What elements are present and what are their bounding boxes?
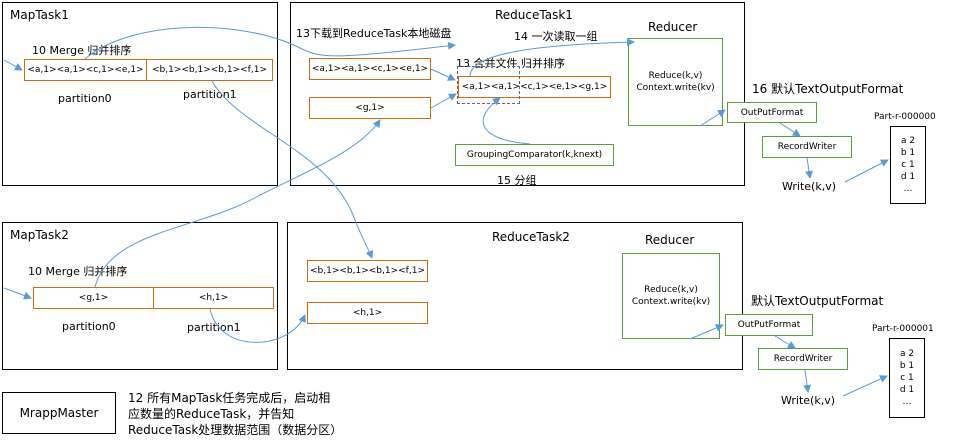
arrow-m2p1-to-r2: [209, 308, 306, 343]
reducetask1-grouping-box: GroupingComparator(k,knext): [455, 144, 614, 166]
arrow-r1-outputformat-to-recordwriter: [779, 122, 801, 137]
reducetask1-read-label: 14 一次读取一组: [514, 30, 598, 43]
output1-line-4: d 1: [900, 172, 916, 182]
output2-outputformat-box: OutPutFormat: [725, 314, 813, 336]
arrow-r1-input2-to-merged: [430, 93, 457, 109]
mrappmaster-box: MrappMaster: [2, 392, 116, 434]
maptask2-title: MapTask2: [10, 228, 69, 242]
arrow-maptask2-input: [3, 287, 32, 300]
output2-line-2: b 1: [899, 361, 915, 371]
maptask2-partition0-label: partition0: [62, 320, 116, 333]
reducetask2-title: ReduceTask2: [492, 230, 570, 244]
arrow-r2-to-outputformat: [689, 324, 724, 340]
arrow-m1p0-to-r1: [84, 26, 456, 60]
reducetask2-reducer-title: Reducer: [645, 233, 695, 247]
output1-line-5: …: [903, 184, 913, 194]
output2-file: a 2 b 1 c 1 d 1 …: [889, 338, 925, 418]
output2-default-label: 默认TextOutputFormat: [751, 294, 884, 308]
output1-default-label: 16 默认TextOutputFormat: [752, 82, 904, 96]
maptask1-title: MapTask1: [10, 8, 69, 22]
mrappmaster-note-line3: ReduceTask处理数据范围（数据分区）: [128, 423, 343, 437]
reducetask1-group-label: 15 分组: [497, 174, 537, 187]
arrow-maptask1-input: [3, 59, 23, 71]
maptask1-partition0-box: <a,1><a,1><c,1><e,1>: [24, 59, 147, 81]
reducetask1-input1-box: <a,1><a,1><c,1><e,1>: [309, 58, 431, 80]
output1-write-label: Write(k,v): [782, 180, 837, 193]
mrappmaster-note-line1: 12 所有MapTask任务完成后，启动相: [128, 391, 331, 405]
arrow-r1-input1-to-merged: [430, 68, 456, 81]
reducetask1-reduce-line2: Context.write(kv): [636, 83, 715, 93]
output2-line-5: …: [902, 397, 912, 407]
reducetask1-group-highlight: [457, 66, 520, 104]
reducetask1-title: ReduceTask1: [495, 8, 573, 22]
reducetask2-reducer-box: Reduce(k,v) Context.write(kv): [622, 253, 720, 339]
maptask2-merge-label: 10 Merge 归并排序: [28, 265, 128, 278]
arrow-r2-outputformat-to-recordwriter: [774, 335, 796, 349]
output2-file-name: Part-r-000001: [872, 324, 934, 334]
output2-line-4: d 1: [899, 385, 915, 395]
arrow-merged-to-reducer: [469, 38, 635, 77]
mrappmaster-note-line2: 应数量的ReduceTask，并告知: [128, 407, 295, 421]
maptask1-merge-label: 10 Merge 归并排序: [32, 44, 132, 57]
arrow-m1p1-to-r2: [211, 80, 374, 259]
maptask1-frame: [2, 2, 278, 186]
maptask2-partition1-label: partition1: [187, 321, 241, 334]
output1-outputformat-box: OutPutFormat: [727, 102, 817, 123]
arrow-grouping-loop: [482, 97, 531, 145]
mrappmaster-note: 12 所有MapTask任务完成后，启动相 应数量的ReduceTask，并告知…: [128, 390, 342, 438]
arrow-r1-to-outputformat: [699, 109, 726, 127]
output1-file: a 2 b 1 c 1 d 1 …: [890, 126, 926, 204]
output1-line-1: a 2: [900, 136, 916, 146]
reducetask2-reduce-line1: Reduce(k,v): [644, 285, 698, 295]
reducetask1-merged-box: <a,1><a,1><c,1><e,1><g,1>: [458, 76, 611, 98]
reducetask2-input1-box: <b,1><b,1><b,1><f,1>: [307, 260, 428, 282]
output1-line-3: c 1: [901, 160, 915, 170]
reducetask1-reduce-line1: Reduce(k,v): [648, 71, 703, 81]
maptask2-partition1-box: <h,1>: [153, 287, 274, 309]
reducetask1-input2-box: <g,1>: [309, 97, 431, 119]
arrow-r2-write-to-file: [842, 375, 888, 397]
output1-recordwriter-box: RecordWriter: [762, 136, 852, 158]
maptask1-partition0-label: partition0: [58, 92, 112, 105]
arrow-r2-recordwriter-to-write: [803, 369, 812, 393]
maptask1-partition1-box: <b,1><b,1><b,1><f,1>: [146, 59, 273, 81]
maptask1-partition1-label: partition1: [183, 88, 237, 101]
output2-line-3: c 1: [900, 373, 914, 383]
output2-line-1: a 2: [899, 349, 915, 359]
output2-write-label: Write(k,v): [781, 394, 836, 407]
reducetask2-reduce-line2: Context.write(kv): [631, 297, 711, 307]
output1-file-name: Part-r-000000: [874, 112, 936, 122]
reducetask1-reducer-title: Reducer: [648, 20, 698, 34]
reducetask1-reducer-box: Reduce(k,v) Context.write(kv): [628, 38, 723, 126]
reducetask2-input2-box: <h,1>: [307, 302, 428, 324]
reducetask1-download-label: 13下载到ReduceTask本地磁盘: [296, 27, 452, 40]
output2-recordwriter-box: RecordWriter: [758, 348, 848, 370]
arrow-r1-recordwriter-to-write: [805, 157, 813, 179]
arrow-r1-write-to-file: [844, 159, 889, 183]
arrow-m2p0-to-r1: [94, 119, 381, 288]
output1-line-2: b 1: [900, 148, 916, 158]
